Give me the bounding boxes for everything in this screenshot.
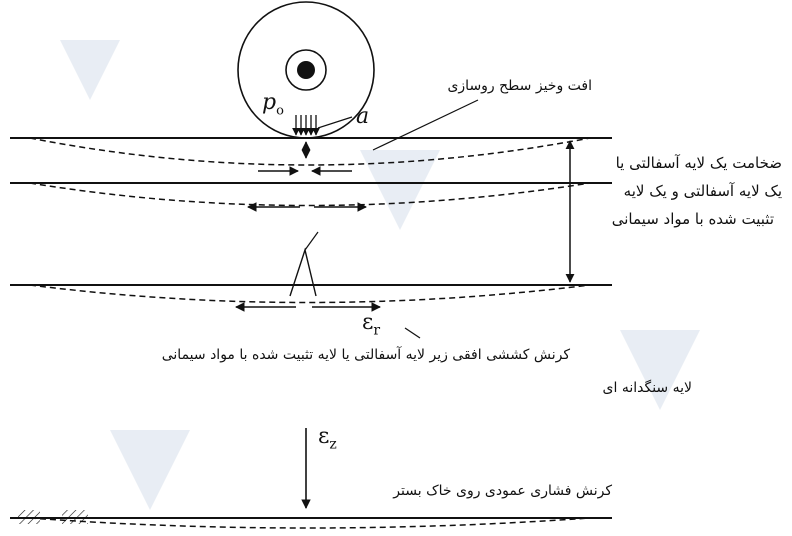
subgrade-hatching (18, 510, 88, 524)
radius-leader (317, 116, 353, 129)
crack (289, 247, 317, 297)
vertical-strain-label: کرنش فشاری عمودی روی خاک بستر (393, 483, 612, 499)
crack-tip (304, 231, 319, 251)
surface-deflection-leader (372, 99, 479, 151)
horizontal-strain-label: کرنش کششی افقی زیر لایه آسفالتی یا لایه … (161, 347, 570, 363)
thickness-label-line2: یک لایه آسفالتی و یک لایه (623, 182, 782, 200)
pressure-symbol: po (262, 90, 284, 119)
layer-lines (10, 137, 612, 519)
wheel (237, 1, 375, 139)
deflected-shapes (29, 137, 591, 529)
eps-r-symbol: εr (362, 310, 381, 339)
radius-symbol: a (356, 104, 370, 129)
base-layer-label: لایه سنگدانه ای (602, 380, 692, 396)
eps-r-leader (404, 327, 421, 339)
thickness-label-line1: ضخامت یک لایه آسفالتی یا (615, 154, 782, 172)
surface-deflection-label: افت وخیز سطح روسازی (447, 78, 592, 94)
thickness-label-line3: تثبیت شده با مواد سیمانی (611, 210, 774, 228)
eps-z-symbol: εz (318, 424, 337, 453)
pressure-arrows (292, 115, 320, 136)
watermark (60, 40, 700, 510)
